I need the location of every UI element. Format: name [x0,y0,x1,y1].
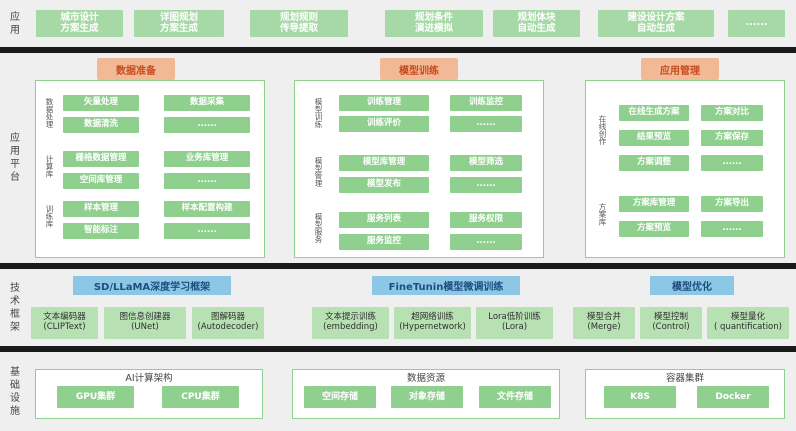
item-service-permission[interactable]: 服务权限 [450,212,522,228]
infra-item-cpu-cluster[interactable]: CPU集群 [162,386,239,408]
app-button-condition-sim[interactable]: 规划条件 演进模拟 [385,10,483,37]
tech-layer: 技术框架 SD/LLaMA深度学习框架 文本编码器 (CLIPText) 图信息… [0,269,796,346]
model-mgmt-group-label: 模型管理 [314,157,323,187]
item-model-lib-mgmt[interactable]: 模型库管理 [339,155,429,171]
tech-item-embedding[interactable]: 文本提示训练 (embedding) [312,307,389,339]
app-button-building-design[interactable]: 建设设计方案 自动生成 [598,10,714,37]
tech-section-finetune: FineTunin模型微调训练 [372,276,520,295]
item-result-preview[interactable]: 结果预览 [619,130,689,146]
app-button-detail-plan[interactable]: 详图规划 方案生成 [134,10,224,37]
tech-layer-label: 技术框架 [7,281,19,334]
data-prep-title: 数据准备 [97,58,175,80]
item-sample-config[interactable]: 样本配置构建 [164,201,250,217]
compute-library-label: 计算库 [45,155,54,178]
item-data-prep-more-2[interactable]: ...... [164,173,250,189]
item-vector-processing[interactable]: 矢量处理 [63,95,139,111]
infra-item-docker[interactable]: Docker [697,386,769,408]
item-sample-mgmt[interactable]: 样本管理 [63,201,139,217]
data-processing-label: 数据处理 [45,98,54,128]
item-data-prep-more-3[interactable]: ...... [164,223,250,239]
app-button-rule-extract[interactable]: 规划规则 传导提取 [250,10,348,37]
item-scheme-export[interactable]: 方案导出 [701,196,763,212]
container-cluster-title: 容器集群 [665,373,704,384]
tech-item-quantification[interactable]: 模型量化 ( quantification) [707,307,789,339]
model-service-group-label: 模型服务 [314,213,323,243]
separator-2 [0,263,796,269]
app-button-more[interactable]: ...... [728,10,785,37]
item-scheme-lib-mgmt[interactable]: 方案库管理 [619,196,689,212]
infra-item-object-storage[interactable]: 对象存储 [391,386,463,408]
item-model-filter[interactable]: 模型筛选 [450,155,522,171]
tech-item-unet[interactable]: 图信息创建器 (UNet) [104,307,186,339]
app-management-title: 应用管理 [641,58,719,80]
app-button-block-gen[interactable]: 规划体块 自动生成 [493,10,580,37]
infra-item-k8s[interactable]: K8S [604,386,676,408]
item-model-training-more-3[interactable]: ...... [450,234,522,250]
item-scheme-preview[interactable]: 方案预览 [619,221,689,237]
infra-item-spatial-storage[interactable]: 空间存储 [304,386,376,408]
tech-item-merge[interactable]: 模型合并 (Merge) [573,307,635,339]
item-scheme-save[interactable]: 方案保存 [701,130,763,146]
platform-layer-label: 应用平台 [7,132,19,184]
item-training-eval[interactable]: 训练评价 [339,116,429,132]
item-model-training-more-1[interactable]: ...... [450,116,522,132]
tech-section-optimization: 模型优化 [650,276,734,295]
separator-3 [0,346,796,352]
item-scheme-adjust[interactable]: 方案调整 [619,155,689,171]
training-library-label: 训练库 [45,205,54,228]
item-app-mgmt-more-1[interactable]: ...... [701,155,763,171]
item-smart-labeling[interactable]: 智能标注 [63,223,139,239]
item-online-generate[interactable]: 在线生成方案 [619,105,689,121]
scheme-library-label: 方案库 [598,203,607,226]
online-creation-label: 在线创作 [598,115,607,145]
item-raster-data-mgmt[interactable]: 栅格数据管理 [63,151,139,167]
tech-item-hypernetwork[interactable]: 超网络训练 (Hypernetwork) [394,307,471,339]
ai-compute-title: AI计算架构 [125,373,173,384]
tech-item-lora[interactable]: Lora低阶训练 (Lora) [476,307,553,339]
tech-section-sd-llama: SD/LLaMA深度学习框架 [73,276,231,295]
infra-item-file-storage[interactable]: 文件存储 [479,386,551,408]
item-data-cleaning[interactable]: 数据清洗 [63,117,139,133]
application-layer: 应用 城市设计 方案生成 详图规划 方案生成 规划规则 传导提取 规划条件 演进… [0,0,796,47]
item-data-collection[interactable]: 数据采集 [164,95,250,111]
item-service-list[interactable]: 服务列表 [339,212,429,228]
tech-item-control[interactable]: 模型控制 (Control) [640,307,702,339]
model-training-title: 模型训练 [380,58,458,80]
data-resources-title: 数据资源 [406,373,445,384]
infra-layer-label: 基础设施 [7,365,19,418]
application-layer-label: 应用 [7,10,19,37]
platform-layer: 应用平台 数据准备 数据处理 矢量处理 数据采集 数据清洗 ...... 计算库… [0,53,796,263]
item-training-mgmt[interactable]: 训练管理 [339,95,429,111]
infra-item-gpu-cluster[interactable]: GPU集群 [57,386,134,408]
item-data-prep-more-1[interactable]: ...... [164,117,250,133]
infra-layer: 基础设施 AI计算架构 GPU集群 CPU集群 数据资源 空间存储 对象存储 文… [0,352,796,431]
tech-item-cliptext[interactable]: 文本编码器 (CLIPText) [31,307,98,339]
item-app-mgmt-more-2[interactable]: ...... [701,221,763,237]
item-spatial-lib-mgmt[interactable]: 空间库管理 [63,173,139,189]
separator-1 [0,47,796,53]
item-scheme-compare[interactable]: 方案对比 [701,105,763,121]
item-training-monitor[interactable]: 训练监控 [450,95,522,111]
model-training-group-label: 模型训练 [314,98,323,128]
item-business-lib-mgmt[interactable]: 业务库管理 [164,151,250,167]
tech-item-autodecoder[interactable]: 图解码器 (Autodecoder) [192,307,264,339]
item-service-monitor[interactable]: 服务监控 [339,234,429,250]
item-model-publish[interactable]: 模型发布 [339,177,429,193]
item-model-training-more-2[interactable]: ...... [450,177,522,193]
app-button-city-design[interactable]: 城市设计 方案生成 [36,10,123,37]
